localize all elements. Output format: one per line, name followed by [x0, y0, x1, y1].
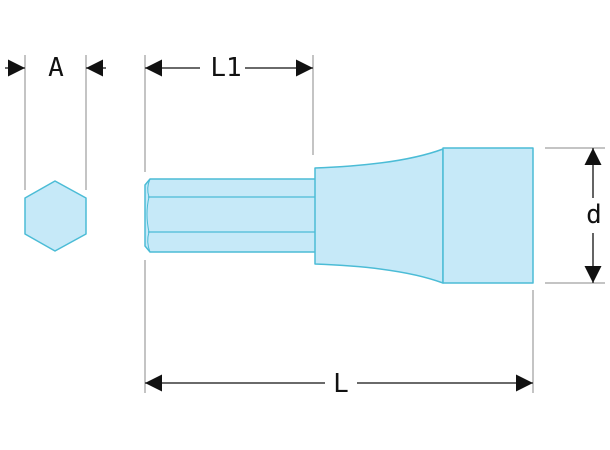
- socket-collar: [314, 148, 444, 284]
- hex-shaft: [144, 178, 317, 253]
- label-d: d: [586, 200, 602, 230]
- dimension-d: d: [584, 148, 602, 283]
- dimension-L: L: [145, 369, 533, 399]
- label-A: A: [48, 53, 64, 83]
- label-L1: L1: [210, 53, 241, 83]
- dimension-L1: L1: [145, 53, 313, 83]
- dimension-A: A: [5, 53, 106, 83]
- hex-profile: [24, 180, 87, 252]
- socket-head: [442, 147, 534, 284]
- label-L: L: [333, 369, 349, 399]
